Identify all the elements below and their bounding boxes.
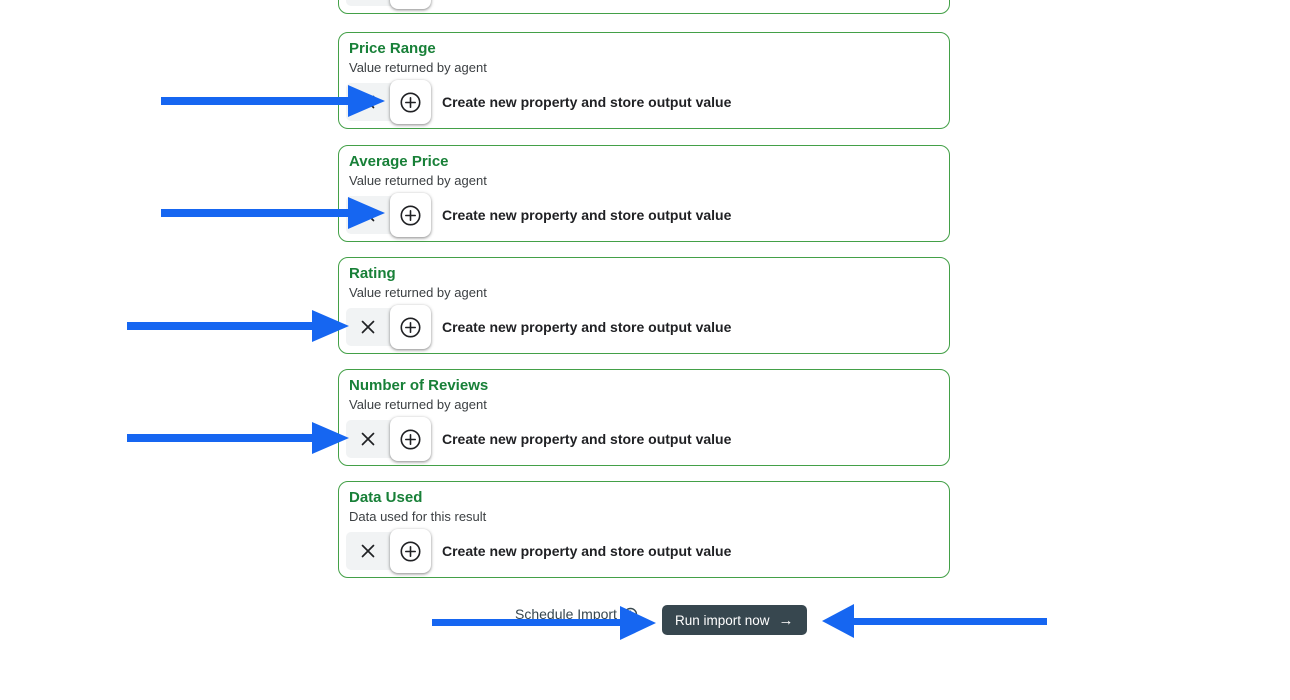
annotation-arrow-average-price-stem (161, 209, 348, 217)
property-card-title: Data Used (349, 489, 423, 506)
action-label: Create new property and store output val… (442, 207, 732, 223)
schedule-import-label: Schedule Import (515, 606, 617, 622)
discard-value-button[interactable] (346, 0, 390, 6)
annotation-arrow-price-range-stem (161, 97, 348, 105)
property-card-number-of-reviews: Number of Reviews Value returned by agen… (338, 369, 950, 466)
property-card-partial (338, 0, 950, 14)
property-action-row: Create new property and store output val… (346, 529, 731, 573)
rating-discard-button[interactable] (346, 308, 390, 346)
number-of-reviews-discard-button[interactable] (346, 420, 390, 458)
rating-create-button[interactable] (390, 305, 431, 349)
property-card-subtitle: Value returned by agent (349, 285, 487, 300)
action-label: Create new property and store output val… (442, 319, 732, 335)
property-action-row (346, 0, 431, 9)
data-used-discard-button[interactable] (346, 532, 390, 570)
property-action-toggle (346, 417, 431, 461)
property-action-toggle (346, 0, 431, 9)
plus-circle-icon (399, 91, 422, 114)
property-card-average-price: Average Price Value returned by agent Cr… (338, 145, 950, 242)
property-card-title: Number of Reviews (349, 377, 489, 394)
annotation-arrow-rating-stem (127, 322, 312, 330)
arrow-right-icon: → (778, 611, 794, 629)
plus-circle-icon (399, 540, 422, 563)
annotation-arrow-number-of-reviews-stem (127, 434, 312, 442)
property-action-row: Create new property and store output val… (346, 417, 731, 461)
run-import-now-label: Run import now (675, 612, 770, 628)
property-card-title: Rating (349, 265, 396, 282)
close-icon (360, 543, 376, 559)
close-icon (360, 431, 376, 447)
annotation-arrow-run-left-head (620, 606, 656, 640)
annotation-arrow-average-price-head (348, 197, 385, 229)
annotation-arrow-price-range-head (348, 85, 385, 117)
property-action-toggle (346, 529, 431, 573)
close-icon (360, 319, 376, 335)
run-import-now-button[interactable]: Run import now → (662, 605, 807, 635)
plus-circle-icon (399, 204, 422, 227)
property-card-subtitle: Value returned by agent (349, 173, 487, 188)
average-price-create-button[interactable] (390, 193, 431, 237)
annotation-arrow-run-left-stem (432, 619, 620, 626)
property-card-rating: Rating Value returned by agent Create ne… (338, 257, 950, 354)
property-card-price-range: Price Range Value returned by agent Crea… (338, 32, 950, 129)
property-card-subtitle: Value returned by agent (349, 60, 487, 75)
annotation-arrow-rating-head (312, 310, 349, 342)
number-of-reviews-create-button[interactable] (390, 417, 431, 461)
data-used-create-button[interactable] (390, 529, 431, 573)
property-card-subtitle: Value returned by agent (349, 397, 487, 412)
annotation-arrow-number-of-reviews-head (312, 422, 349, 454)
property-action-row: Create new property and store output val… (346, 193, 731, 237)
property-action-row: Create new property and store output val… (346, 80, 731, 124)
plus-circle-icon (399, 316, 422, 339)
price-range-create-button[interactable] (390, 80, 431, 124)
property-action-toggle (346, 305, 431, 349)
annotation-arrow-run-right-stem (853, 618, 1047, 625)
action-label: Create new property and store output val… (442, 94, 732, 110)
property-card-title: Price Range (349, 40, 436, 57)
property-card-title: Average Price (349, 153, 449, 170)
action-label: Create new property and store output val… (442, 543, 732, 559)
create-property-button[interactable] (390, 0, 431, 9)
property-card-subtitle: Data used for this result (349, 509, 487, 524)
property-action-row: Create new property and store output val… (346, 305, 731, 349)
action-label: Create new property and store output val… (442, 431, 732, 447)
annotation-arrow-run-right-head (822, 604, 854, 638)
plus-circle-icon (399, 428, 422, 451)
property-card-data-used: Data Used Data used for this result Crea… (338, 481, 950, 578)
